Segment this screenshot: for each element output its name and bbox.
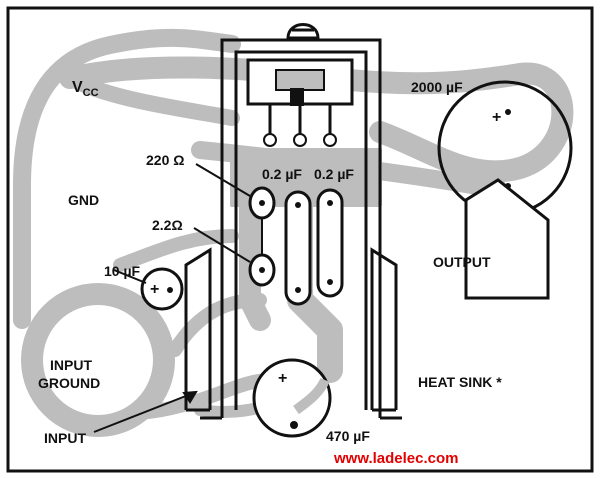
capacitor-0-2uf-b (316, 188, 344, 298)
label-0-2uf-a: 0.2 µF (262, 166, 302, 182)
vcc-trace (59, 56, 574, 183)
label-2000uf: 2000 µF (411, 79, 463, 95)
label-vcc: VCC (72, 79, 99, 99)
label-input: INPUT (44, 430, 86, 446)
label-2-2-ohm: 2.2Ω (152, 217, 183, 233)
label-gnd: GND (68, 192, 99, 208)
label-input-ground-1: INPUT (50, 357, 92, 373)
label-heat-sink: HEAT SINK * (418, 374, 502, 390)
regulator-package (246, 58, 354, 147)
input-ground-pad (21, 283, 175, 437)
plus-2000uf: + (492, 109, 501, 126)
capacitor-470uf (252, 358, 332, 438)
label-output: OUTPUT (433, 254, 491, 270)
input-trace-upper (168, 293, 267, 357)
leader-220-ohm (195, 163, 251, 197)
label-10uf: 10 µF (104, 263, 141, 279)
label-470uf: 470 µF (326, 428, 370, 444)
label-220-ohm: 220 Ω (146, 152, 184, 168)
c10-trace (113, 229, 239, 272)
label-input-ground-2: GROUND (38, 375, 100, 391)
mounting-screw (286, 23, 320, 40)
output-pad (464, 178, 550, 300)
input-arrow-head (182, 390, 198, 404)
resistor-220-ohm (248, 186, 276, 287)
label-0-2uf-b: 0.2 µF (314, 166, 354, 182)
capacitor-10uf (140, 267, 184, 311)
leader-input (93, 391, 197, 433)
leader-lines (93, 163, 251, 433)
capacitor-0-2uf-a (284, 190, 312, 306)
board-outline (6, 6, 594, 473)
watermark-url: www.ladelec.com (333, 450, 459, 467)
leader-10uf (113, 269, 147, 284)
heat-sink-outline (184, 38, 402, 420)
plus-470uf: + (278, 370, 287, 387)
leader-2-2-ohm (193, 227, 251, 263)
output-trace (191, 141, 509, 199)
plus-10uf: + (150, 281, 159, 298)
ground-top-trace (13, 28, 241, 194)
vcc-branch-trace (62, 70, 240, 126)
